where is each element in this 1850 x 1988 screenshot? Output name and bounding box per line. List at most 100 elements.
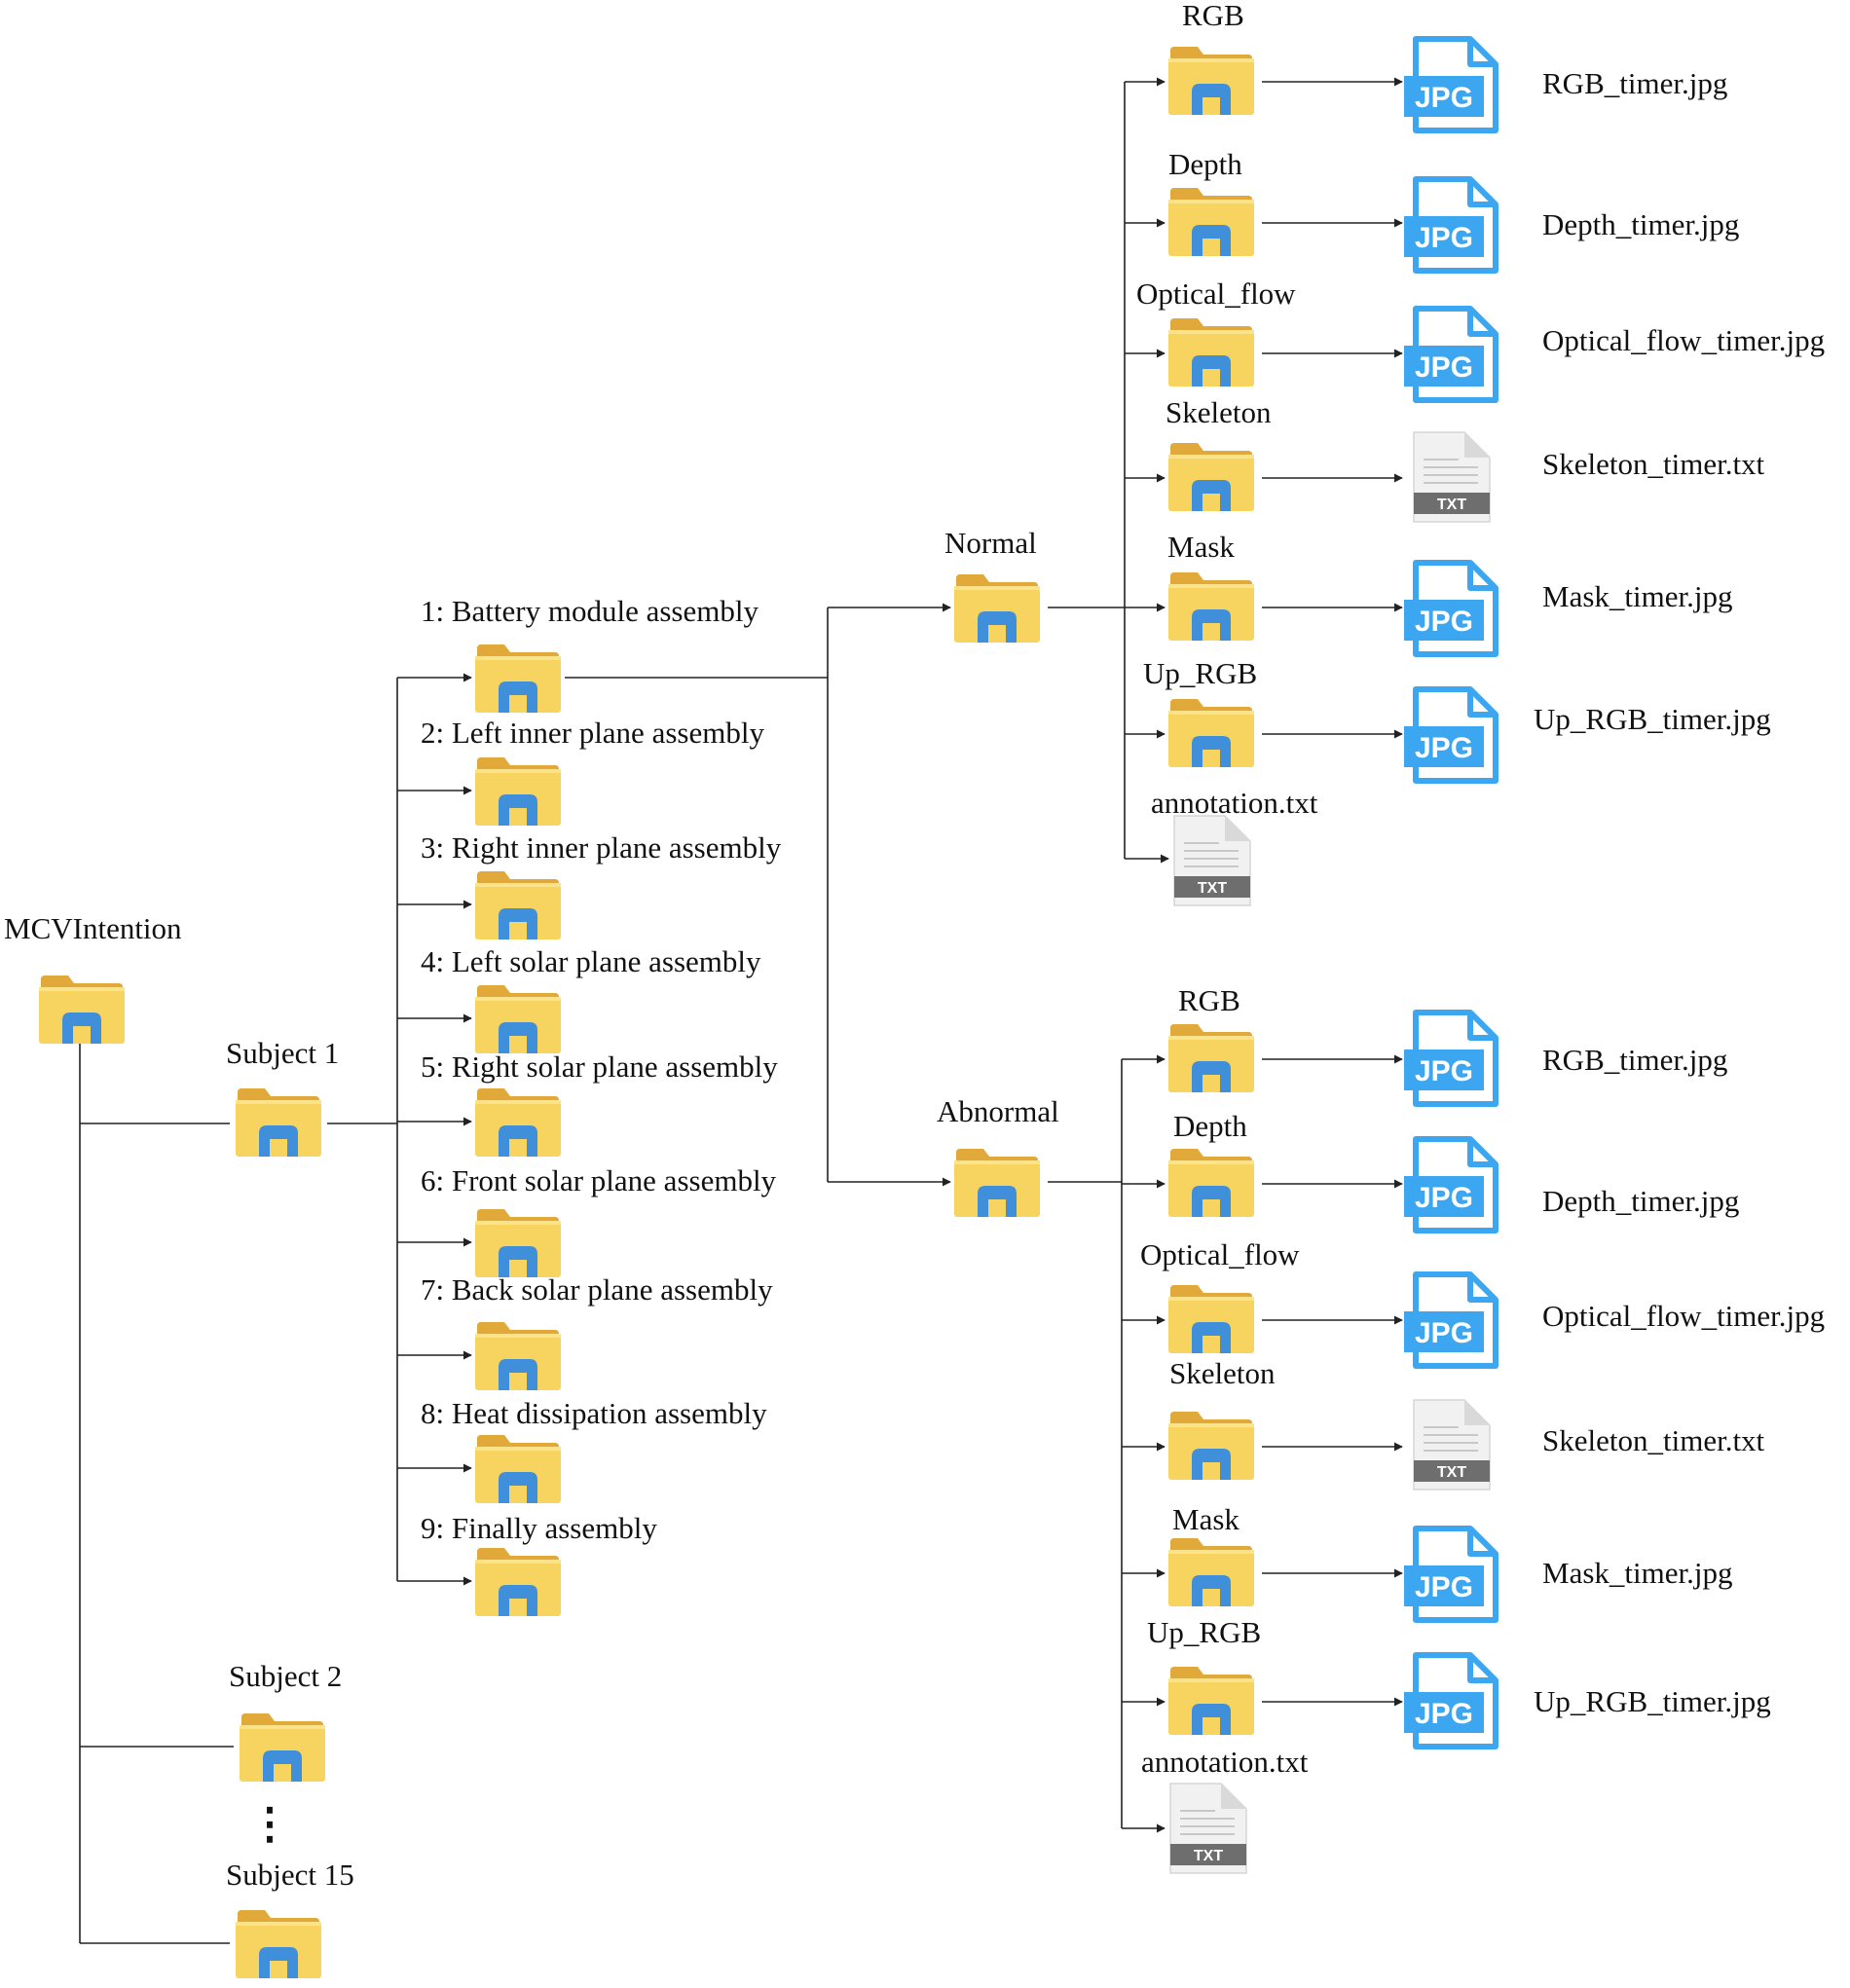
jpg-file-icon-label: JPG <box>1415 1182 1473 1214</box>
abnormal-depth-jpg-file[interactable]: JPG <box>1402 1135 1501 1234</box>
normal-mask-folder[interactable] <box>1168 572 1254 641</box>
folder-icon <box>1168 1538 1254 1606</box>
task-folder-4[interactable] <box>475 985 561 1053</box>
jpg-file-icon: JPG <box>1404 1526 1498 1623</box>
abnormal-skeleton-txt-file[interactable]: TXT <box>1412 1398 1492 1491</box>
folder-icon <box>240 1713 325 1782</box>
normal-mask-file-label: Mask_timer.jpg <box>1542 579 1733 613</box>
task-label-2: 2: Left inner plane assembly <box>421 716 764 750</box>
normal-rgb-jpg-file[interactable]: JPG <box>1402 35 1501 134</box>
abnormal-folder[interactable] <box>954 1149 1040 1217</box>
task-label-6: 6: Front solar plane assembly <box>421 1163 777 1197</box>
normal-depth-folder[interactable] <box>1168 188 1254 256</box>
folder-icon <box>236 1088 321 1157</box>
abnormal-rgb-file-label: RGB_timer.jpg <box>1542 1043 1728 1077</box>
jpg-file-icon-label: JPG <box>1415 1698 1473 1730</box>
abnormal-up-rgb-folder-label: Up_RGB <box>1147 1615 1262 1649</box>
normal-up-rgb-folder-label: Up_RGB <box>1143 656 1258 690</box>
normal-skeleton-txt-file[interactable]: TXT <box>1412 430 1492 524</box>
abnormal-depth-folder[interactable] <box>1168 1149 1254 1217</box>
txt-file-icon: TXT <box>1169 1783 1247 1874</box>
subject-label-1: Subject 1 <box>226 1036 340 1070</box>
task-label-1: 1: Battery module assembly <box>421 594 758 628</box>
task-label-5: 5: Right solar plane assembly <box>421 1049 778 1084</box>
abnormal-mask-folder-label: Mask <box>1172 1502 1240 1536</box>
abnormal-rgb-jpg-file[interactable]: JPG <box>1402 1009 1501 1108</box>
task-folder-7[interactable] <box>475 1322 561 1390</box>
jpg-file-icon-label: JPG <box>1415 222 1473 254</box>
folder-icon <box>475 1322 561 1390</box>
abnormal-rgb-folder[interactable] <box>1168 1024 1254 1092</box>
folder-icon <box>1168 188 1254 256</box>
jpg-file-icon: JPG <box>1404 1271 1498 1369</box>
abnormal-up-rgb-jpg-file[interactable]: JPG <box>1402 1651 1501 1750</box>
normal-folder[interactable] <box>954 574 1040 643</box>
root-folder[interactable] <box>39 976 125 1044</box>
folder-icon <box>954 574 1040 643</box>
jpg-file-icon-label: JPG <box>1415 606 1473 638</box>
folder-icon <box>954 1149 1040 1217</box>
task-folder-1[interactable] <box>475 644 561 713</box>
task-label-9: 9: Finally assembly <box>421 1511 657 1545</box>
task-folder-5[interactable] <box>475 1088 561 1157</box>
task-folder-8[interactable] <box>475 1435 561 1503</box>
abnormal-mask-jpg-file[interactable]: JPG <box>1402 1525 1501 1624</box>
abnormal-rgb-folder-label: RGB <box>1178 983 1240 1017</box>
task-folder-6[interactable] <box>475 1209 561 1277</box>
abnormal-optical-flow-folder[interactable] <box>1168 1285 1254 1353</box>
normal-up-rgb-folder[interactable] <box>1168 699 1254 767</box>
subject-folder-1[interactable] <box>236 1088 321 1157</box>
abnormal-skeleton-folder-label: Skeleton <box>1169 1356 1276 1390</box>
jpg-file-icon-label: JPG <box>1415 351 1473 384</box>
txt-file-icon: TXT <box>1413 1399 1491 1491</box>
normal-mask-jpg-file[interactable]: JPG <box>1402 559 1501 658</box>
task-label-8: 8: Heat dissipation assembly <box>421 1396 767 1430</box>
normal-rgb-folder[interactable] <box>1168 47 1254 115</box>
normal-depth-jpg-file[interactable]: JPG <box>1402 175 1501 275</box>
normal-up-rgb-jpg-file[interactable]: JPG <box>1402 685 1501 785</box>
normal-up-rgb-file-label: Up_RGB_timer.jpg <box>1534 702 1771 736</box>
folder-icon <box>475 1088 561 1157</box>
folder-icon <box>1168 1149 1254 1217</box>
root-label: MCVIntention <box>4 911 182 945</box>
txt-file-icon-label: TXT <box>1198 880 1227 897</box>
abnormal-optical-flow-jpg-file[interactable]: JPG <box>1402 1270 1501 1370</box>
folder-icon <box>475 1435 561 1503</box>
normal-optical-flow-jpg-file[interactable]: JPG <box>1402 305 1501 404</box>
abnormal-mask-folder[interactable] <box>1168 1538 1254 1606</box>
normal-optical-flow-file-label: Optical_flow_timer.jpg <box>1542 323 1826 357</box>
normal-label: Normal <box>944 526 1037 560</box>
folder-icon <box>1168 1412 1254 1480</box>
normal-rgb-folder-label: RGB <box>1182 0 1244 32</box>
folder-icon <box>39 976 125 1044</box>
subject-folder-3[interactable] <box>236 1910 321 1978</box>
jpg-file-icon: JPG <box>1404 306 1498 403</box>
txt-file-icon: TXT <box>1413 431 1491 523</box>
task-folder-9[interactable] <box>475 1548 561 1616</box>
jpg-file-icon: JPG <box>1404 1010 1498 1107</box>
folder-icon <box>1168 443 1254 511</box>
folder-icon <box>1168 1667 1254 1735</box>
abnormal-optical-flow-file-label: Optical_flow_timer.jpg <box>1542 1299 1826 1333</box>
jpg-file-icon: JPG <box>1404 36 1498 133</box>
jpg-file-icon: JPG <box>1404 560 1498 657</box>
jpg-file-icon: JPG <box>1404 176 1498 274</box>
subject-folder-2[interactable] <box>240 1713 325 1782</box>
normal-depth-folder-label: Depth <box>1168 147 1242 181</box>
task-folder-3[interactable] <box>475 871 561 939</box>
abnormal-annotation-txt-file[interactable]: TXT <box>1168 1782 1248 1875</box>
abnormal-up-rgb-folder[interactable] <box>1168 1667 1254 1735</box>
jpg-file-icon-label: JPG <box>1415 82 1473 114</box>
normal-optical-flow-folder[interactable] <box>1168 318 1254 387</box>
txt-file-icon-label: TXT <box>1437 497 1466 513</box>
subject-label-3: Subject 15 <box>226 1858 354 1892</box>
normal-depth-file-label: Depth_timer.jpg <box>1542 207 1740 241</box>
normal-skeleton-folder[interactable] <box>1168 443 1254 511</box>
task-folder-2[interactable] <box>475 757 561 826</box>
normal-annotation-txt-file[interactable]: TXT <box>1172 814 1252 907</box>
jpg-file-icon-label: JPG <box>1415 1571 1473 1603</box>
folder-icon <box>475 1548 561 1616</box>
abnormal-skeleton-folder[interactable] <box>1168 1412 1254 1480</box>
